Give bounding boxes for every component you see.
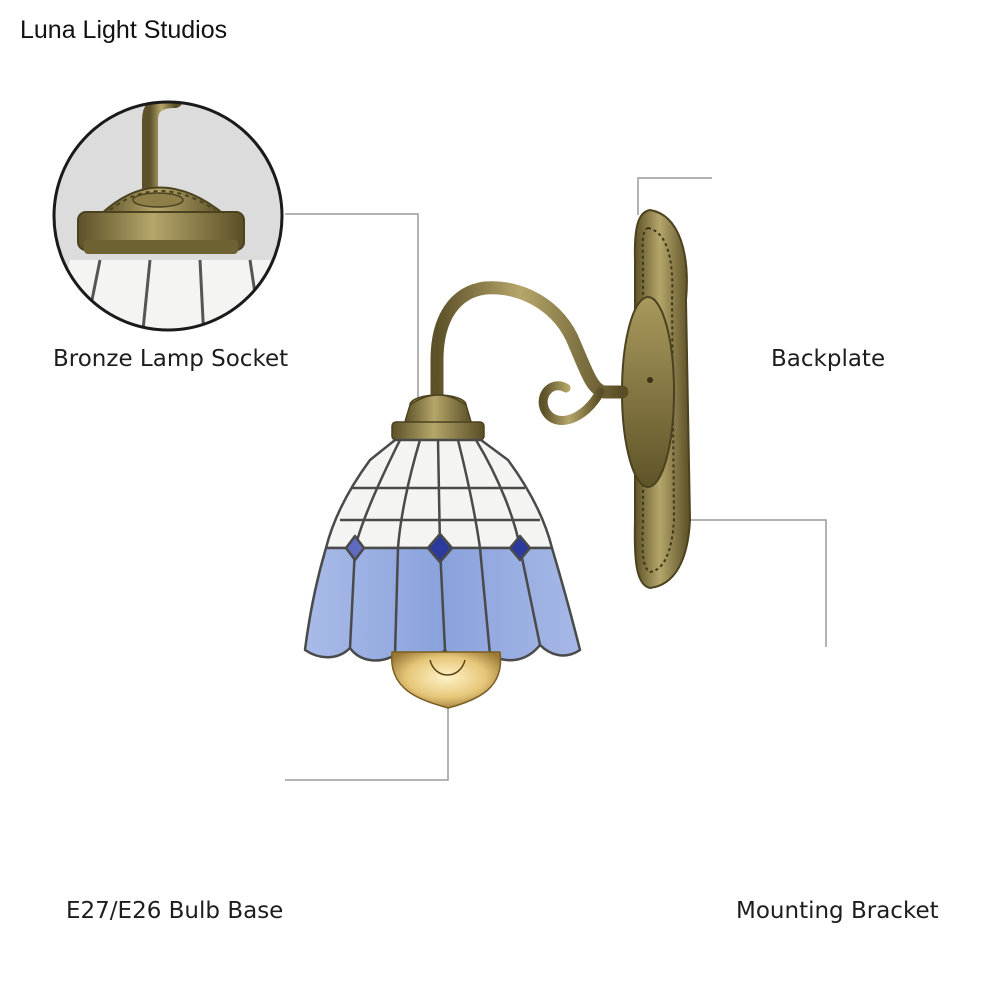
backplate-main <box>621 208 692 590</box>
detail-circle-socket <box>52 100 284 332</box>
leader-lines <box>285 177 827 781</box>
arm-main <box>430 281 629 425</box>
label-backplate: Backplate <box>771 346 886 372</box>
glass-shade-main <box>303 438 582 665</box>
main-sconce <box>303 208 692 709</box>
leader-line-socket <box>285 213 419 400</box>
label-mounting-bracket: Mounting Bracket <box>736 898 939 924</box>
leader-line-bracket <box>680 519 827 647</box>
label-bulb-base: E27/E26 Bulb Base <box>66 898 284 924</box>
leader-line-bulb <box>285 700 449 781</box>
brand-name: Luna Light Studios <box>20 16 228 44</box>
label-bronze-lamp-socket: Bronze Lamp Socket <box>53 346 289 372</box>
socket-cap-main <box>391 394 485 441</box>
bulb-main <box>391 651 502 709</box>
leader-line-backplate <box>637 177 712 215</box>
